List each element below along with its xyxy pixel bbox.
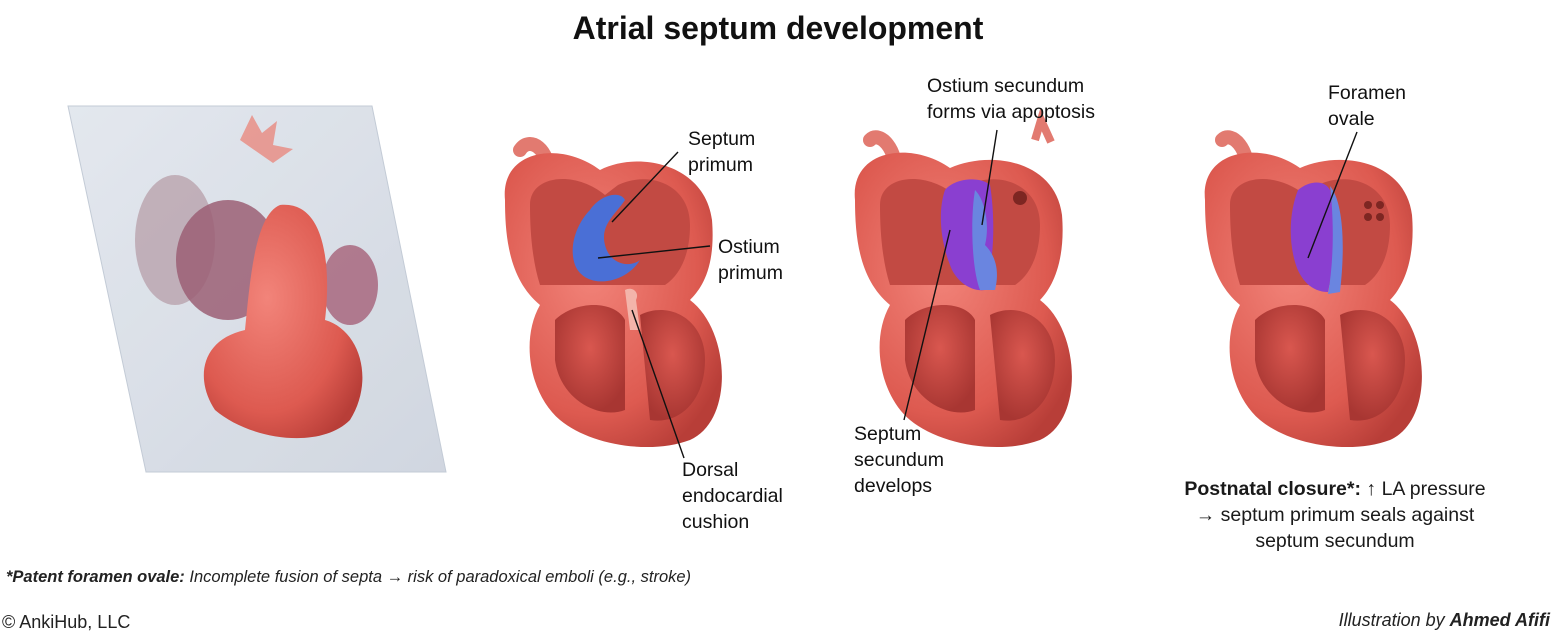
page-title: Atrial septum development [572, 10, 984, 46]
label-septum-primum: Septum primum [688, 128, 756, 176]
heart-section-septum-primum [504, 137, 722, 448]
label-foramen-ovale: Foramen ovale [1328, 82, 1407, 130]
label-ostium-secundum: Ostium secundum forms via apoptosis [927, 75, 1095, 123]
illustration-credit: Illustration by Ahmed Afifi [1338, 610, 1550, 630]
label-ostium-primum: Ostium primum [718, 236, 784, 284]
label-dorsal-endocardial-cushion: Dorsal endocardial cushion [682, 459, 783, 533]
footnote-patent-foramen-ovale: *Patent foramen ovale: Incomplete fusion… [6, 568, 692, 586]
copyright: © AnkiHub, LLC [2, 612, 131, 632]
heart-section-foramen-ovale [1204, 130, 1422, 448]
leader-lines [597, 129, 1358, 459]
embryonic-heart-illustration [67, 105, 447, 473]
label-septum-secundum: Septum secundum develops [854, 423, 944, 497]
postnatal-closure-text: Postnatal closure*: ↑ LA pressure → sept… [1184, 478, 1486, 552]
heart-section-septum-secundum [854, 108, 1072, 448]
